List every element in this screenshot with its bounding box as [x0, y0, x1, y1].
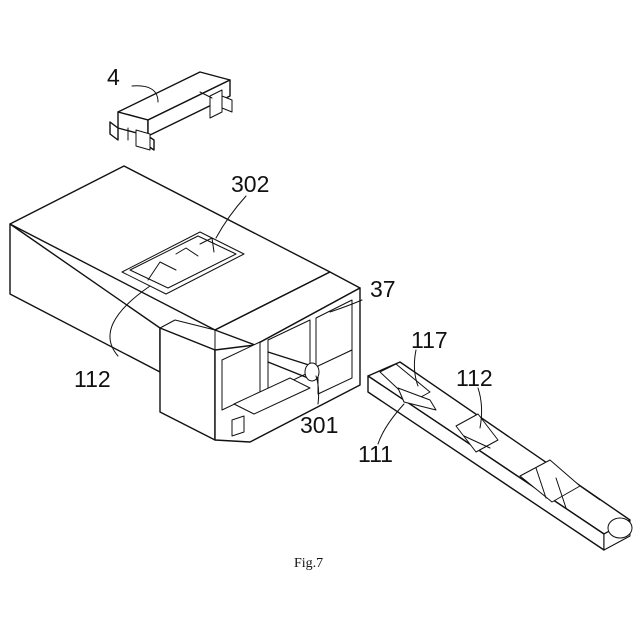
label-part-302: 302 [231, 173, 269, 196]
connector-housing [10, 166, 360, 442]
terminal-part [368, 362, 632, 550]
label-part-117: 117 [411, 329, 448, 352]
figure-caption: Fig.7 [294, 557, 323, 571]
label-part-301: 301 [300, 414, 338, 437]
label-part-112-left: 112 [74, 368, 111, 391]
label-part-37: 37 [370, 278, 396, 301]
label-part-112-right: 112 [456, 367, 493, 390]
latch-clip-part [110, 72, 232, 150]
label-part-111: 111 [358, 443, 393, 466]
label-part-4: 4 [107, 66, 120, 89]
